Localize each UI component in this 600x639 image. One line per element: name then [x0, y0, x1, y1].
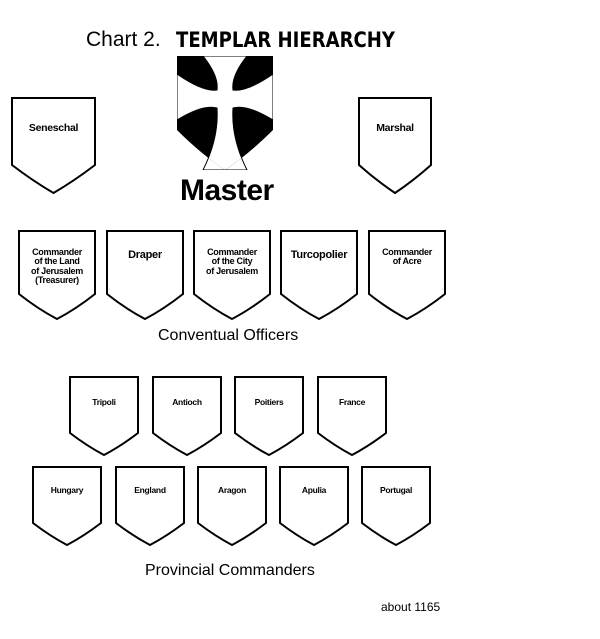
provincial-shield: Portugal [361, 466, 431, 547]
conventual-caption: Conventual Officers [158, 327, 299, 344]
provincial-shield: Hungary [32, 466, 102, 547]
provincial-shield: France [317, 376, 387, 457]
provincial-shield: Poitiers [234, 376, 304, 457]
seneschal-shield: Seneschal [11, 97, 96, 195]
chart-title: TEMPLAR HIERARCHY [176, 28, 395, 52]
provincial-label: Hungary [50, 485, 84, 495]
marshal-label: Marshal [376, 122, 414, 134]
chart-number: Chart 2. [86, 28, 161, 51]
conventual-shield: Commander of the Land of Jerusalem (Trea… [18, 230, 96, 321]
provincial-label: Poitiers [254, 397, 284, 407]
templar-cross-icon [176, 55, 274, 171]
provincial-caption: Provincial Commanders [145, 562, 315, 579]
provincial-shield: Tripoli [69, 376, 139, 457]
provincial-label: Apulia [301, 485, 327, 495]
conventual-shield: Commander of the City of Jerusalem [193, 230, 271, 321]
provincial-shield: Antioch [152, 376, 222, 457]
provincial-shield: Apulia [279, 466, 349, 547]
master-label: Master [180, 174, 274, 207]
seneschal-label: Seneschal [28, 122, 79, 134]
conventual-label: Draper [128, 249, 162, 261]
provincial-label: France [338, 397, 366, 407]
conventual-label: Turcopolier [290, 249, 348, 261]
master-shield [176, 55, 274, 175]
conventual-shield: Turcopolier [280, 230, 358, 321]
provincial-label: Aragon [218, 485, 246, 495]
provincial-label: Portugal [379, 485, 413, 495]
provincial-shield: Aragon [197, 466, 267, 547]
date-note: about 1165 [381, 600, 441, 614]
provincial-shield: England [115, 466, 185, 547]
conventual-label: Commander of Acre [382, 247, 432, 267]
conventual-label: Commander of the City of Jerusalem [206, 247, 258, 276]
provincial-label: Antioch [172, 397, 202, 407]
provincial-label: England [134, 485, 166, 495]
conventual-shield: Draper [106, 230, 184, 321]
conventual-shield: Commander of Acre [368, 230, 446, 321]
marshal-shield: Marshal [358, 97, 432, 195]
provincial-label: Tripoli [92, 397, 116, 407]
conventual-label: Commander of the Land of Jerusalem (Trea… [31, 247, 83, 286]
